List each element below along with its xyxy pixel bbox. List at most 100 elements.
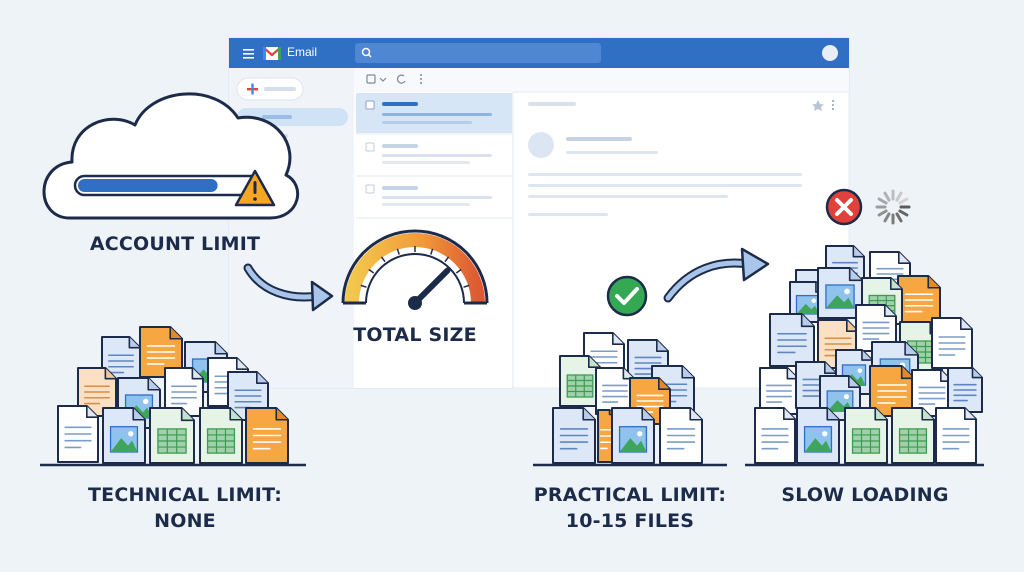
file-icon: [796, 407, 840, 464]
row-snippet-placeholder: [382, 121, 472, 124]
spinner-segment: [895, 191, 903, 202]
row-checkbox[interactable]: [365, 184, 375, 194]
star-icon[interactable]: [812, 100, 824, 111]
practical-limit-label: PRACTICAL LIMIT:: [533, 484, 727, 506]
mail-logo-icon: [263, 47, 281, 60]
error-icon: [825, 188, 863, 226]
gauge-tick: [463, 284, 470, 288]
row-snippet-placeholder: [382, 203, 470, 206]
sender-name-placeholder: [566, 137, 632, 141]
technical-limit-label: TECHNICAL LIMIT:: [88, 484, 282, 506]
total-size-label: TOTAL SIZE: [353, 324, 477, 346]
practical-limit-caption: PRACTICAL LIMIT: 10-15 FILES: [520, 482, 740, 534]
gauge-tick: [380, 256, 386, 263]
file-icon: [552, 407, 596, 464]
spinner-segment: [883, 212, 891, 223]
body-line: [528, 213, 608, 216]
practical-limit-value: 10-15 FILES: [565, 510, 695, 532]
gauge-needle: [412, 267, 451, 306]
file-icon: [245, 407, 289, 464]
row-snippet-placeholder: [382, 161, 470, 164]
avatar[interactable]: [822, 45, 838, 61]
total-size-caption: TOTAL SIZE: [330, 322, 500, 348]
gauge-icon: [341, 229, 489, 310]
gauge-tick: [455, 268, 462, 274]
spinner-segment: [877, 209, 888, 217]
sender-avatar: [528, 132, 554, 158]
row-sender-placeholder: [382, 102, 418, 106]
gauge-tick: [360, 284, 367, 288]
chevron-down-icon[interactable]: [379, 77, 387, 82]
more-icon[interactable]: [832, 100, 834, 110]
gauge-hub: [408, 296, 422, 310]
row-subject-placeholder: [382, 113, 492, 116]
check-icon: [606, 275, 648, 317]
technical-limit-caption: TECHNICAL LIMIT: NONE: [50, 482, 320, 534]
file-icon: [891, 407, 935, 464]
account-limit-label: ACCOUNT LIMIT: [89, 233, 261, 255]
file-icon: [164, 367, 204, 417]
slow-loading-caption: SLOW LOADING: [760, 482, 970, 508]
technical-limit-value: NONE: [154, 510, 216, 532]
file-stack-icon: [533, 332, 727, 467]
gauge-ticks: [358, 246, 472, 304]
row-subject-placeholder: [382, 154, 492, 157]
body-line: [528, 195, 728, 198]
refresh-icon[interactable]: [396, 74, 406, 84]
select-all-checkbox[interactable]: [366, 74, 376, 84]
menu-icon[interactable]: [243, 49, 254, 59]
file-icon: [57, 405, 99, 463]
row-sender-placeholder: [382, 144, 418, 148]
file-stack-icon: [745, 245, 984, 467]
file-icon: [149, 407, 195, 464]
sidebar-item-inbox-label: [262, 115, 292, 119]
compose-label-placeholder: [264, 87, 296, 91]
arrow-icon: [243, 263, 334, 312]
file-icon: [199, 407, 243, 464]
file-icon: [935, 407, 977, 464]
slow-loading-label: SLOW LOADING: [781, 484, 949, 506]
gauge-tick: [444, 256, 450, 263]
spinner-segment: [898, 209, 909, 217]
search-icon: [361, 47, 372, 58]
file-icon: [102, 407, 146, 464]
body-line: [528, 173, 802, 176]
file-icon: [769, 313, 815, 367]
account-limit-caption: ACCOUNT LIMIT: [70, 231, 280, 257]
file-icon: [931, 317, 973, 369]
row-checkbox[interactable]: [365, 100, 375, 110]
row-sender-placeholder: [382, 186, 418, 190]
storage-usage-bar: [73, 174, 262, 197]
file-icon: [559, 355, 601, 407]
message-subject-placeholder: [528, 102, 576, 106]
file-icon: [947, 367, 983, 413]
spinner-segment: [895, 212, 903, 223]
file-icon: [897, 275, 941, 325]
spinner-segment: [877, 197, 888, 205]
warning-icon: [234, 169, 276, 207]
search-input[interactable]: [355, 43, 601, 63]
plus-icon: [247, 83, 258, 95]
app-title: Email: [287, 45, 318, 59]
file-icon: [754, 407, 796, 464]
file-stack-icon: [40, 326, 306, 467]
file-icon: [611, 407, 655, 464]
row-checkbox[interactable]: [365, 142, 375, 152]
storage-usage-fill: [78, 179, 218, 192]
spinner-segment: [883, 191, 891, 202]
more-icon[interactable]: [420, 74, 422, 84]
loading-spinner-icon: [875, 189, 911, 225]
gauge-tick: [368, 268, 375, 274]
file-icon: [659, 407, 703, 464]
file-icon: [844, 407, 888, 464]
row-subject-placeholder: [382, 196, 492, 199]
email-window: [228, 37, 850, 389]
gauge-tick: [430, 248, 434, 255]
arrow-icon: [663, 247, 770, 303]
sender-address-placeholder: [566, 151, 658, 154]
gauge-tick: [396, 248, 400, 255]
body-line: [528, 184, 802, 187]
toolbar: [354, 68, 849, 92]
file-icon: [855, 304, 897, 352]
